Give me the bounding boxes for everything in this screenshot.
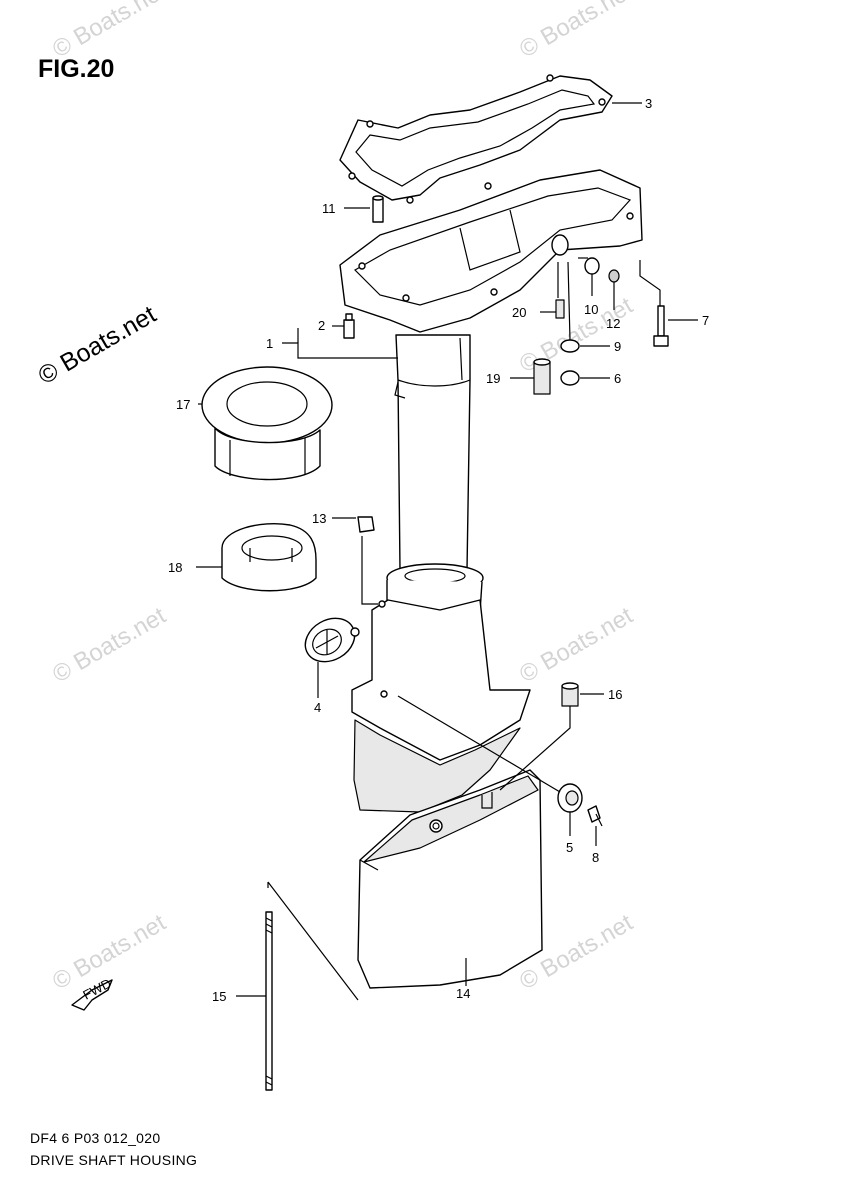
upper-mount-bushing-part — [201, 366, 333, 481]
sleeve-part — [561, 682, 579, 707]
callout-17: 17 — [176, 397, 190, 412]
gasket-part — [339, 74, 613, 204]
seal-part — [557, 783, 583, 813]
callout-4: 4 — [314, 700, 321, 715]
lower-mount-part — [221, 523, 317, 592]
screw-part — [587, 805, 603, 827]
callout-13: 13 — [312, 511, 326, 526]
lower-cover-part — [357, 769, 543, 989]
cover-plate-part — [304, 617, 360, 663]
callout-3: 3 — [645, 96, 652, 111]
callout-15: 15 — [212, 989, 226, 1004]
fwd-label: FWD — [80, 976, 113, 1003]
callout-16: 16 — [608, 687, 622, 702]
dowel-pin-part — [372, 195, 384, 223]
grease-fitting-part — [343, 313, 355, 339]
callout-numbers: 3 11 1 2 17 18 4 13 16 5 8 14 15 10 12 7… — [168, 96, 709, 1004]
plug-part — [357, 516, 375, 533]
callout-14: 14 — [456, 986, 470, 1001]
callout-5: 5 — [566, 840, 573, 855]
callout-6: 6 — [614, 371, 621, 386]
diagram-name: DRIVE SHAFT HOUSING — [30, 1152, 198, 1168]
callout-20: 20 — [512, 305, 526, 320]
small-parts — [533, 257, 620, 395]
forward-arrow-icon: FWD — [71, 976, 114, 1011]
callout-12: 12 — [606, 316, 620, 331]
diagram-code: DF4 6 P03 012_020 — [30, 1130, 161, 1146]
callout-19: 19 — [486, 371, 500, 386]
callout-7: 7 — [702, 313, 709, 328]
bolt-part — [653, 305, 669, 347]
stud-bolt-part — [265, 911, 273, 1091]
callout-11: 11 — [322, 201, 336, 216]
leader-lines — [196, 102, 698, 1001]
callout-8: 8 — [592, 850, 599, 865]
figure-title: FIG.20 — [38, 55, 115, 83]
callout-9: 9 — [614, 339, 621, 354]
callout-18: 18 — [168, 560, 182, 575]
callout-2: 2 — [318, 318, 325, 333]
drive-shaft-housing-part — [339, 169, 643, 813]
callout-1: 1 — [266, 336, 273, 351]
callout-10: 10 — [584, 302, 598, 317]
